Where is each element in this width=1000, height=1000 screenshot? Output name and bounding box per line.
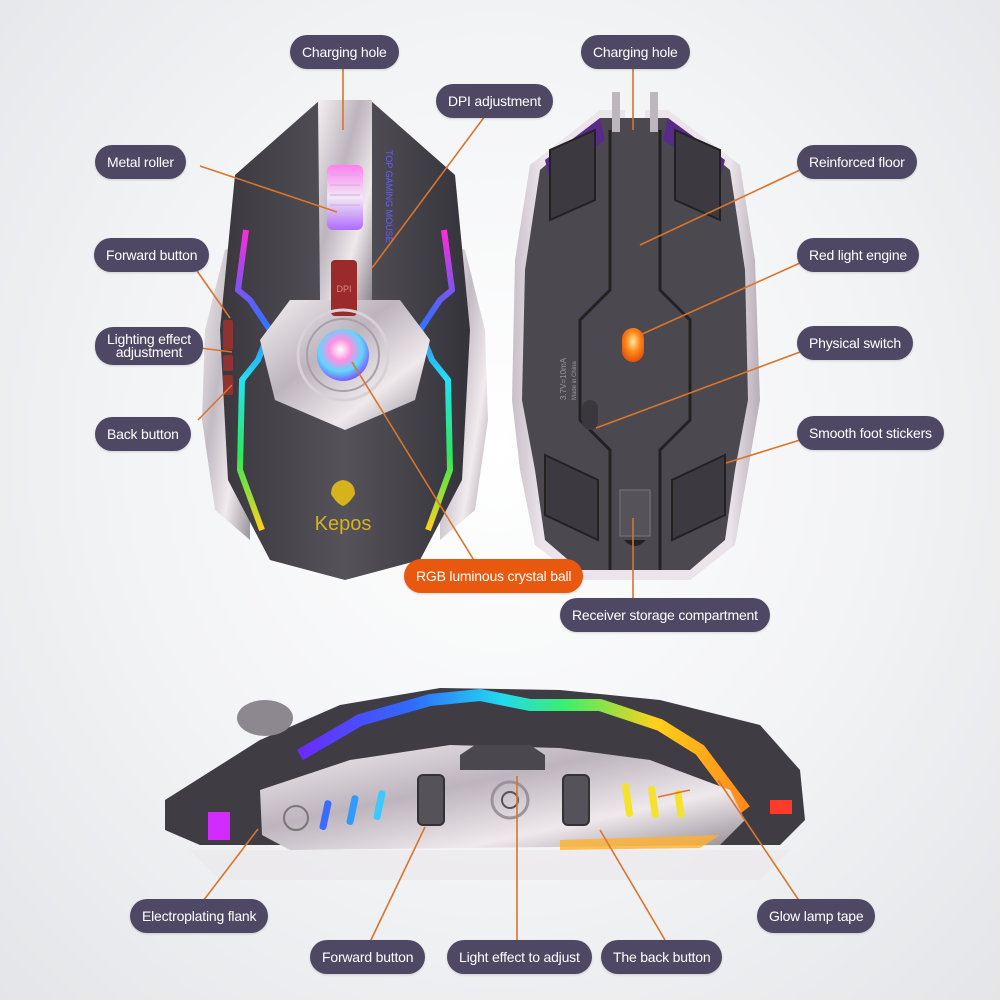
label-electroplating-flank: Electroplating flank <box>130 899 269 933</box>
bottom-origin-text: Made in China <box>572 361 578 400</box>
label-red-light-engine: Red light engine <box>797 238 919 272</box>
label-rgb-crystal-ball: RGB luminous crystal ball <box>404 559 584 593</box>
dpi-button <box>331 260 357 316</box>
kepos-logo: Kepos <box>315 480 372 535</box>
metal-roller <box>327 165 363 230</box>
label-glow-lamp-tape: Glow lamp tape <box>757 899 876 933</box>
receiver-compartment <box>619 489 651 537</box>
rgb-crystal-ball <box>317 329 369 381</box>
label-the-back-button: The back button <box>601 940 723 974</box>
label-lighting-line1: Lighting effect <box>107 331 191 347</box>
side-light-button <box>460 745 545 770</box>
label-physical-switch: Physical switch <box>797 326 913 360</box>
label-top-charging-hole: Charging hole <box>290 35 399 69</box>
label-top-forward-button: Forward button <box>94 238 210 272</box>
label-metal-roller: Metal roller <box>95 145 186 179</box>
bottom-spec-text: 3.7V=10mA <box>559 357 568 400</box>
svg-text:Kepos: Kepos <box>315 513 372 535</box>
bottom-view-mouse: 3.7V=10mA Made in China <box>512 92 760 580</box>
physical-switch <box>582 400 598 430</box>
label-side-forward-button: Forward button <box>310 940 426 974</box>
label-reinforced-floor: Reinforced floor <box>797 145 917 179</box>
label-lighting-effect-adjustment: Lighting effect adjustment <box>95 327 203 365</box>
label-lighting-line2: adjustment <box>115 344 183 360</box>
label-smooth-foot-stickers: Smooth foot stickers <box>797 416 944 450</box>
dpi-button-text: DPI <box>336 284 351 294</box>
side-view-mouse <box>165 688 805 880</box>
label-light-effect-to-adjust: Light effect to adjust <box>447 940 592 974</box>
label-top-back-button: Back button <box>95 417 191 451</box>
label-dpi-adjustment: DPI adjustment <box>436 84 553 118</box>
label-receiver-storage: Receiver storage compartment <box>560 598 770 632</box>
side-forward-button <box>417 774 445 826</box>
red-light-engine <box>622 328 644 362</box>
label-bottom-charging-hole: Charging hole <box>581 35 690 69</box>
leader-lines <box>194 66 801 943</box>
side-back-button <box>562 774 590 826</box>
top-view-mouse: DPI TOP GAMING MOUSE Kepos <box>202 100 488 580</box>
top-gaming-mouse-text: TOP GAMING MOUSE <box>384 150 394 243</box>
